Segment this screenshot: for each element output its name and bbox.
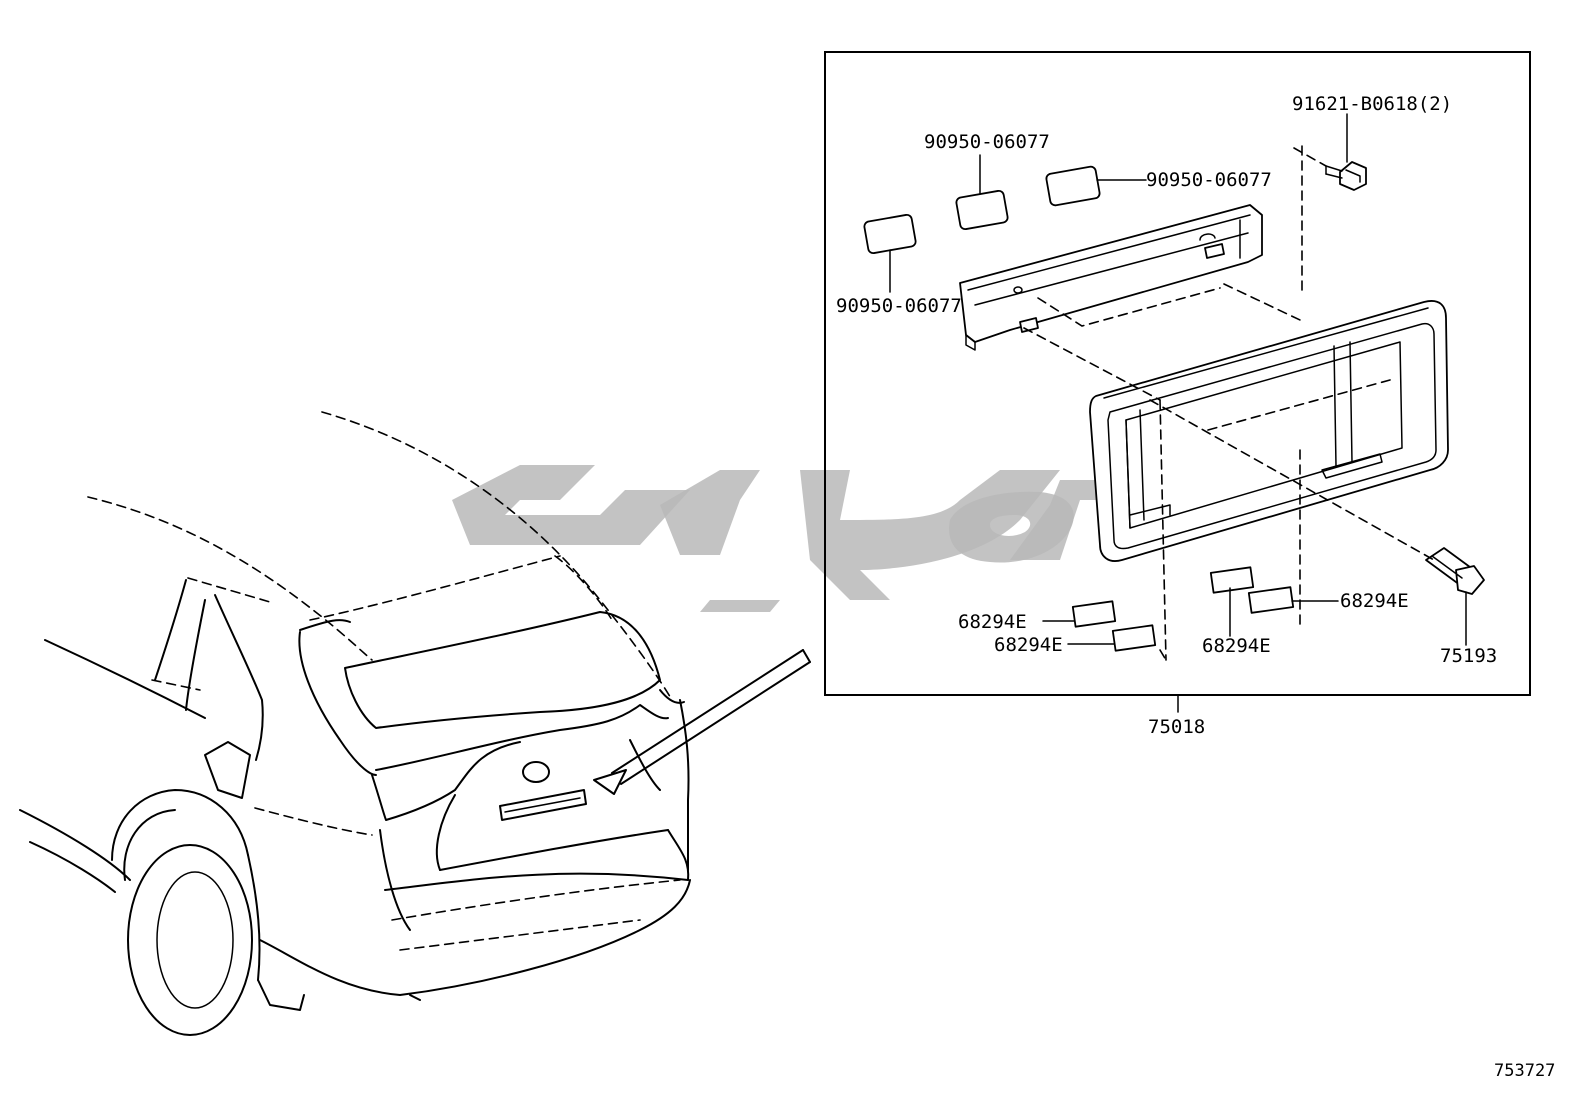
assembly-guides	[1023, 145, 1435, 661]
label-plug-left: 90950-06077	[836, 295, 962, 317]
socket-75193	[1425, 547, 1485, 595]
label-bolt: 91621-B0618(2)	[1292, 93, 1452, 115]
vehicle-illustration	[19, 411, 811, 1036]
cushion-b	[1111, 624, 1157, 652]
label-cushion-c: 68294E	[1202, 635, 1271, 657]
plug-top	[955, 189, 1009, 231]
detail-frame	[824, 51, 1531, 696]
label-cushion-a: 68294E	[958, 611, 1027, 633]
bolt-91621	[1325, 161, 1367, 191]
label-plug-top: 90950-06077	[924, 131, 1050, 153]
label-assembly: 75018	[1148, 716, 1205, 738]
label-plug-right: 90950-06077	[1146, 169, 1272, 191]
cushion-c	[1209, 566, 1255, 594]
cushion-a	[1071, 600, 1117, 628]
cushion-d	[1247, 586, 1295, 614]
leader-lines	[889, 113, 1467, 713]
plug-right	[1045, 165, 1101, 207]
figure-number: 753727	[1494, 1061, 1555, 1081]
label-socket: 75193	[1440, 645, 1497, 667]
label-cushion-b: 68294E	[994, 634, 1063, 656]
label-cushion-d: 68294E	[1340, 590, 1409, 612]
plug-left	[863, 213, 917, 255]
lamp-housing	[959, 204, 1263, 351]
watermark-logo	[452, 465, 1130, 612]
license-frame	[1089, 300, 1449, 562]
